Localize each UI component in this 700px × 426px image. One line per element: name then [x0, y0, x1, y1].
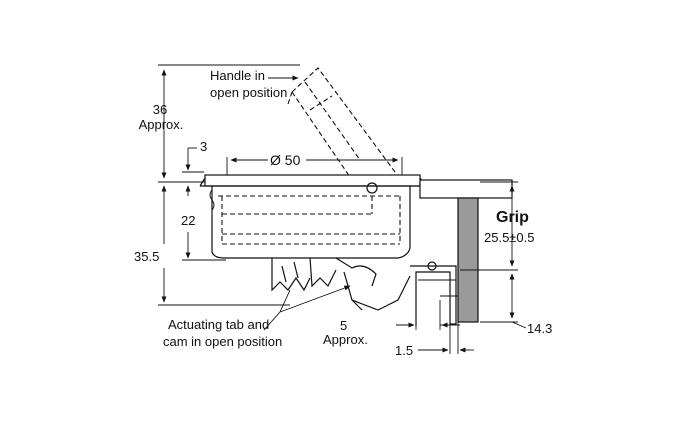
actuating-leader [263, 285, 351, 331]
actuating-label-line2: cam in open position [163, 334, 282, 349]
panel [457, 197, 479, 323]
handle-label-line2: open position [210, 85, 287, 100]
latch-body [199, 174, 513, 259]
dim-dia50-value: Ø 50 [270, 152, 301, 168]
grip-dim-lines [460, 181, 518, 271]
dim-3-lines [182, 147, 204, 173]
dim-14-3-lines [480, 273, 527, 329]
grip-value: 25.5±0.5 [484, 230, 535, 245]
handle-open-dashed [287, 67, 396, 181]
grip-title: Grip [496, 209, 529, 226]
dim-1-5-value: 1.5 [395, 343, 413, 358]
dim-1-5-lines [418, 322, 474, 354]
dim-14-3-value: 14.3 [527, 321, 552, 336]
dim-36-lines [158, 64, 300, 179]
dim-22-value: 22 [181, 213, 195, 228]
dim-35-5-lines [158, 185, 290, 306]
dim-5-value: 5 [340, 318, 347, 333]
dim-36-approx: Approx. [139, 117, 184, 132]
dim-3-value: 3 [200, 139, 207, 154]
dim-35-5-value: 35.5 [134, 249, 159, 264]
handle-label-line1: Handle in [210, 68, 265, 83]
dim-36-value: 36 [153, 102, 167, 117]
dim-5-approx: Approx. [323, 332, 368, 347]
cam-teeth [271, 257, 411, 311]
actuating-label-line1: Actuating tab and [168, 317, 269, 332]
